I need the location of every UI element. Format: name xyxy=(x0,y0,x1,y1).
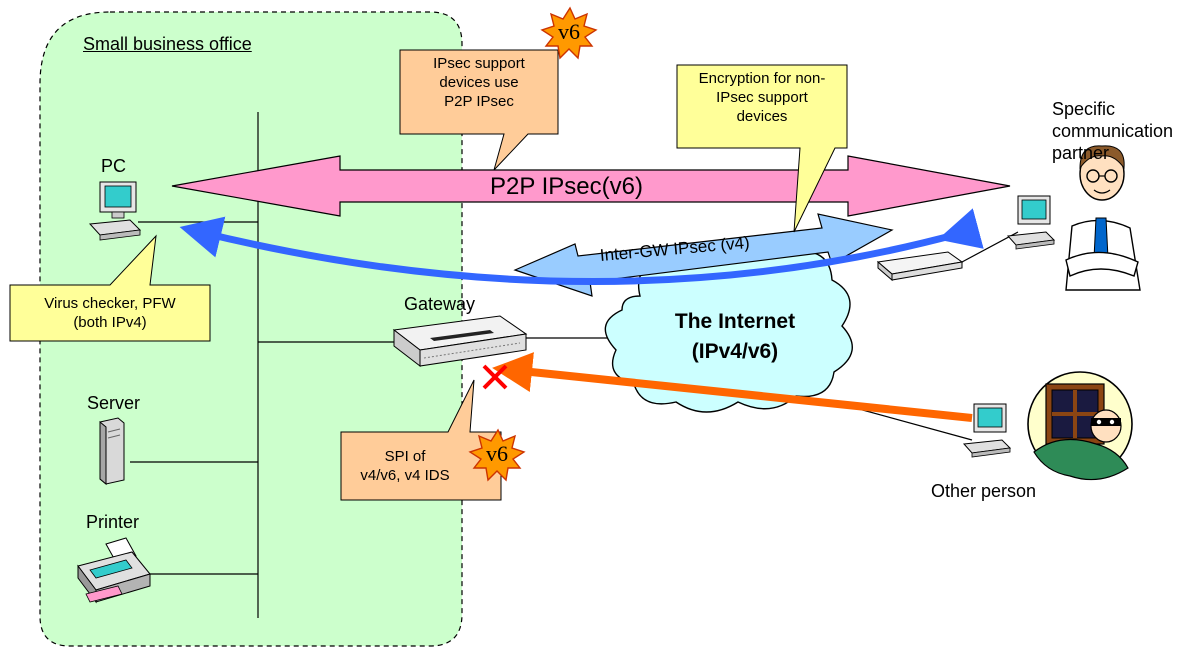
printer-icon xyxy=(77,537,151,604)
gateway-label: Gateway xyxy=(404,294,476,314)
virus-checker-text: Virus checker, PFW (both IPv4) xyxy=(44,295,176,331)
partner-label: Specific communication partner xyxy=(1052,99,1174,163)
internet-title: The Internet xyxy=(674,310,796,333)
pc-label: PC xyxy=(101,156,127,176)
encryption-callout xyxy=(676,64,848,233)
v6-badge-bottom-icon xyxy=(468,428,526,482)
v6-badge-bottom-label: v6 xyxy=(486,441,508,466)
printer-label: Printer xyxy=(86,512,140,532)
remote-gateway-icon xyxy=(876,251,964,282)
internet-subtitle: (IPv4/v6) xyxy=(691,340,779,363)
encryption-text: Encryption for non- IPsec support device… xyxy=(698,70,826,125)
spi-text: SPI of v4/v6, v4 IDS xyxy=(360,448,450,484)
spi-callout xyxy=(340,379,502,501)
blue-connection-arrow xyxy=(179,208,984,285)
office-title: Small business office xyxy=(83,34,252,54)
ipsec-support-text: IPsec support devices use P2P IPsec xyxy=(433,55,525,110)
other-person-label: Other person xyxy=(931,481,1037,501)
block-mark-icon xyxy=(482,364,508,390)
attack-arrow xyxy=(492,352,973,422)
businessman-icon xyxy=(1065,145,1141,291)
server-label: Server xyxy=(87,393,141,413)
gateway-icon xyxy=(392,315,528,368)
p2p-ipsec-label: P2P IPsec(v6) xyxy=(490,173,643,200)
virus-checker-callout xyxy=(9,234,211,342)
v6-badge-top-icon xyxy=(540,6,598,60)
ipsec-support-callout xyxy=(399,49,559,171)
partner-pc-icon xyxy=(1006,195,1056,250)
intruder-icon xyxy=(1027,371,1133,481)
other-person-pc-icon xyxy=(962,403,1012,458)
server-icon xyxy=(99,417,125,486)
pc-icon xyxy=(88,181,142,241)
v6-badge-top-label: v6 xyxy=(558,19,580,44)
